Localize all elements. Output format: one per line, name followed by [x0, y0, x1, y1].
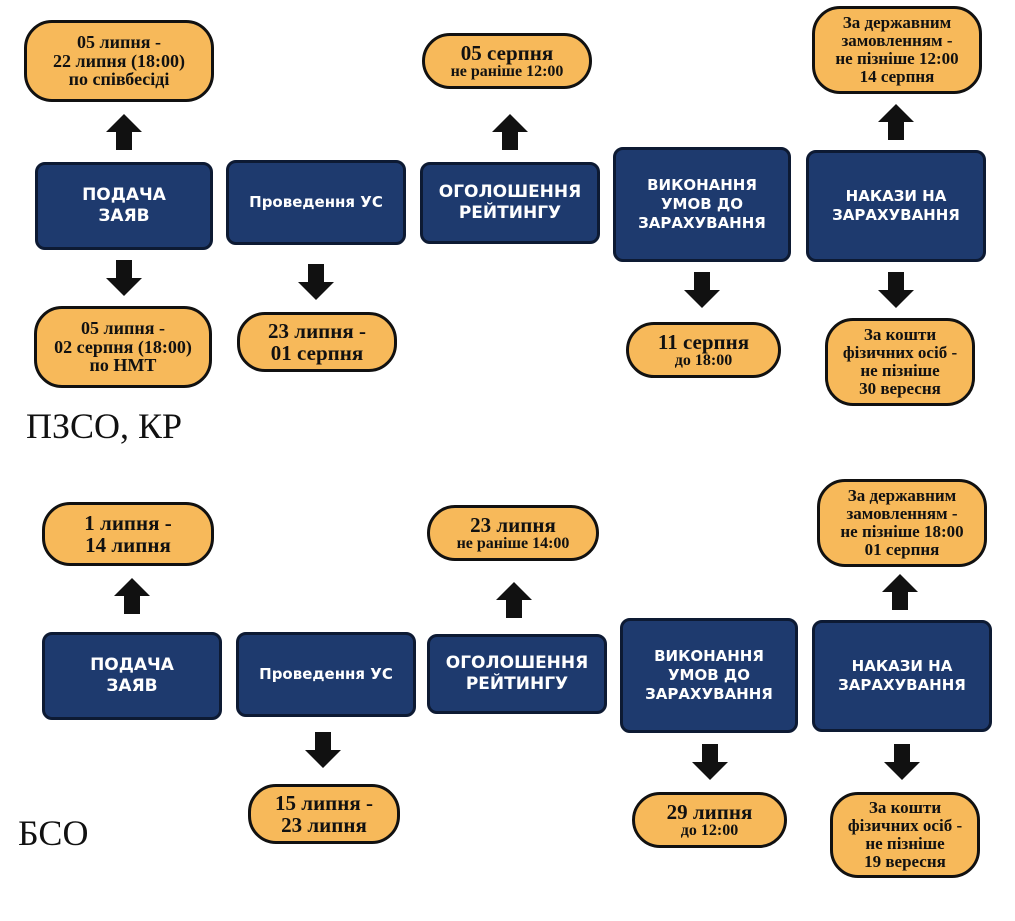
- top-rating-date-value: 05 серпня: [460, 40, 554, 65]
- top-exam-dates: 23 липня - 01 серпня: [237, 312, 397, 372]
- top-stage-conditions: ВИКОНАННЯ УМОВ ДО ЗАРАХУВАННЯ: [613, 147, 791, 262]
- top-section-label: ПЗСО, КР: [26, 406, 183, 446]
- bottom-stage-exam: Проведення УС: [236, 632, 416, 717]
- arrow-down-icon: [305, 732, 341, 768]
- bottom-stage-rating: ОГОЛОШЕННЯ РЕЙТИНГУ: [427, 634, 607, 714]
- top-stage-orders: НАКАЗИ НА ЗАРАХУВАННЯ: [806, 150, 986, 262]
- top-conditions-date: 11 серпня до 18:00: [626, 322, 781, 378]
- arrow-down-icon: [106, 260, 142, 296]
- bottom-submit-dates: 1 липня - 14 липня: [42, 502, 214, 566]
- top-orders-private-dates: За кошти фізичних осіб - не пізніше 30 в…: [825, 318, 975, 406]
- top-submit-interview-dates: 05 липня - 22 липня (18:00) по співбесід…: [24, 20, 214, 102]
- bottom-section-label: БСО: [18, 813, 89, 853]
- bottom-stage-orders: НАКАЗИ НА ЗАРАХУВАННЯ: [812, 620, 992, 732]
- bottom-rating-time-value: не раніше 14:00: [456, 534, 570, 552]
- top-orders-state-dates: За державним замовленням - не пізніше 12…: [812, 6, 982, 94]
- arrow-up-icon: [878, 104, 914, 140]
- top-rating-date: 05 серпня не раніше 12:00: [422, 33, 592, 89]
- arrow-down-icon: [298, 264, 334, 300]
- arrow-up-icon: [106, 114, 142, 150]
- arrow-up-icon: [496, 582, 532, 618]
- bottom-rating-date-value: 23 липня: [470, 512, 556, 537]
- bottom-stage-conditions: ВИКОНАННЯ УМОВ ДО ЗАРАХУВАННЯ: [620, 618, 798, 733]
- bottom-stage-submit: ПОДАЧА ЗАЯВ: [42, 632, 222, 720]
- bottom-conditions-date-value: 29 липня: [666, 799, 753, 824]
- arrow-up-icon: [882, 574, 918, 610]
- top-submit-nmt-dates: 05 липня - 02 серпня (18:00) по НМТ: [34, 306, 212, 388]
- bottom-conditions-time-value: до 12:00: [680, 821, 739, 839]
- top-stage-exam: Проведення УС: [226, 160, 406, 245]
- arrow-down-icon: [884, 744, 920, 780]
- bottom-rating-date: 23 липня не раніше 14:00: [427, 505, 599, 561]
- top-stage-submit: ПОДАЧА ЗАЯВ: [35, 162, 213, 250]
- bottom-exam-dates: 15 липня - 23 липня: [248, 784, 400, 844]
- arrow-down-icon: [878, 272, 914, 308]
- top-conditions-time-value: до 18:00: [674, 351, 733, 369]
- arrow-up-icon: [114, 578, 150, 614]
- top-conditions-date-value: 11 серпня: [657, 329, 750, 354]
- arrow-up-icon: [492, 114, 528, 150]
- arrow-down-icon: [684, 272, 720, 308]
- bottom-orders-private-dates: За кошти фізичних осіб - не пізніше 19 в…: [830, 792, 980, 878]
- arrow-down-icon: [692, 744, 728, 780]
- top-stage-rating: ОГОЛОШЕННЯ РЕЙТИНГУ: [420, 162, 600, 244]
- bottom-orders-state-dates: За державним замовленням - не пізніше 18…: [817, 479, 987, 567]
- top-rating-time-value: не раніше 12:00: [450, 62, 564, 80]
- bottom-conditions-date: 29 липня до 12:00: [632, 792, 787, 848]
